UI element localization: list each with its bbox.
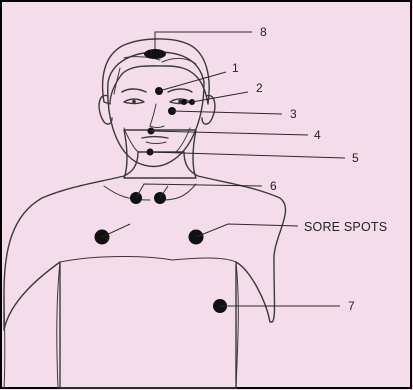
left-collarbone: [104, 186, 150, 200]
label-1: 1: [232, 61, 239, 75]
label-4: 4: [314, 128, 321, 142]
lower-lip: [146, 142, 166, 144]
mouth: [142, 137, 168, 139]
hair-strand-2: [162, 58, 196, 64]
left-arm-outer: [4, 292, 5, 388]
nose: [150, 104, 164, 128]
right-eyebrow: [168, 89, 192, 92]
leader-2: [192, 92, 248, 102]
label-7: 7: [348, 299, 355, 313]
hair: [103, 39, 210, 104]
leader-1: [159, 72, 226, 91]
chest-line: [60, 257, 236, 263]
leader-4: [151, 131, 308, 135]
leader-sore-left: [102, 224, 130, 237]
hair-strand-3: [114, 68, 120, 94]
label-5: 5: [352, 151, 359, 165]
left-pupil: [132, 100, 136, 104]
spot-8-crown: [144, 49, 166, 59]
leader-3: [172, 111, 282, 114]
label-2: 2: [256, 81, 263, 95]
spot-2a: [181, 99, 187, 105]
label-6: 6: [270, 179, 277, 193]
label-8: 8: [260, 25, 267, 39]
right-collarbone: [162, 184, 196, 200]
leader-8: [155, 32, 252, 49]
left-eyebrow: [122, 89, 146, 92]
torso-outline: [4, 152, 286, 388]
face: [108, 52, 204, 167]
label-3: 3: [290, 107, 297, 121]
leader-sore-right: [196, 224, 298, 237]
label-sore-spots: SORE SPOTS: [304, 220, 387, 234]
